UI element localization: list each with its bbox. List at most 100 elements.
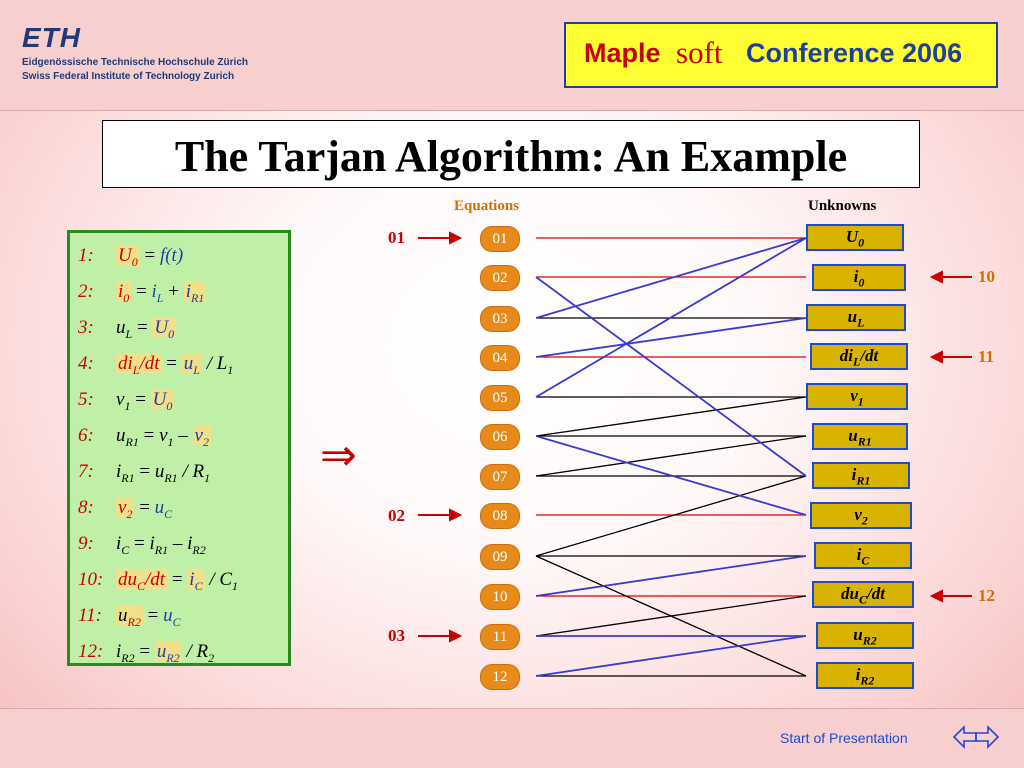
conference-maple: Maple [584,38,661,68]
unknown-v1: v1 [806,383,908,410]
left-marker-03: 03 [388,626,405,645]
equation-rhs: uL [181,353,202,377]
equation-number: 9: [78,533,94,554]
equation-row-4: 4:diL/dt = uL / L1 [78,353,233,378]
equation-lhs: uR2 [116,605,143,629]
edge-02-iR1 [535,276,807,477]
edge-05-U0 [535,237,807,398]
equation-row-5: 5: v1 = U0 [78,389,175,414]
equation-lhs: uL [116,317,133,341]
equation-row-9: 9: iC = iR1 – iR2 [78,533,206,558]
start-of-presentation-link[interactable]: Start of Presentation [780,730,908,746]
equation-node-01: 01 [480,226,520,252]
equations-column-label: Equations [454,198,520,214]
unknown-uL: uL [806,304,906,331]
slide-title: The Tarjan Algorithm: An Example [174,132,848,181]
equation-number: 10: [78,569,104,590]
conference-soft: soft [676,35,723,70]
marker-arrowhead-11 [929,350,943,364]
edge-09-iR2 [535,555,807,677]
implies-arrow: ⇒ [320,430,357,481]
unknown-i0: i0 [812,264,906,291]
equation-node-05: 05 [480,385,520,411]
eth-name-english: Swiss Federal Institute of Technology Zu… [22,71,235,82]
equation-rhs: U0 [150,389,175,413]
forward-arrow-icon[interactable] [974,724,1000,750]
equation-rhs: uC [154,497,173,521]
equation-number: 7: [78,461,94,482]
equation-number: 8: [78,497,94,518]
eth-logo: ETH [22,22,81,53]
edge-11-duC [535,595,807,637]
equation-rhs1: iR1 [149,533,169,557]
equation-op: = [161,353,182,374]
equation-op: = [138,425,160,446]
equation-rhs: iC [187,569,205,593]
equation-row-8: 8:v2 = uC [78,497,172,522]
equation-tail: / R1 [177,461,211,485]
equation-row-1: 1:U0 = f(t) [78,245,183,270]
unknown-U0: U0 [806,224,904,251]
equation-lhs: uR1 [116,425,139,449]
unknown-uR1: uR1 [812,423,908,450]
edge-06-v2 [535,435,807,516]
unknown-diL-dt: diL/dt [810,343,908,370]
equation-row-11: 11:uR2 = uC [78,605,181,630]
equation-node-12: 12 [480,664,520,690]
equation-op: = [129,533,150,554]
equation-lhs: v1 [116,389,131,413]
equation-row-6: 6:uR1 = v1 – v2 [78,425,211,450]
equation-node-07: 07 [480,464,520,490]
equations-panel: 1:U0 = f(t) 2:i0 = iL + iR1 3:uL = U0 4:… [67,230,291,666]
equation-row-12: 12:iR2 = uR2 / R2 [78,641,214,666]
equation-number: 3: [78,317,94,338]
equation-op: = [130,389,151,410]
equation-node-11: 11 [480,624,520,650]
conference-name: Conference 2006 [746,38,963,68]
equation-node-08: 08 [480,503,520,529]
edge-04-uL [535,317,807,358]
marker-arrowhead-03 [449,629,463,643]
equation-number: 6: [78,425,94,446]
equation-rhs: uR1 [154,461,178,485]
unknown-v2: v2 [810,502,912,529]
equation-rhs2: iR1 [183,281,207,305]
right-marker-11: 11 [978,347,995,366]
equation-number: 4: [78,353,94,374]
equation-lhs: iR1 [116,461,135,485]
edge-07-uR1 [535,435,807,477]
equation-node-10: 10 [480,584,520,610]
marker-arrowhead-02 [449,508,463,522]
equation-rhs1: iL [151,281,164,305]
equation-node-04: 04 [480,345,520,371]
marker-arrowhead-01 [449,231,463,245]
equation-op: = [139,245,160,266]
unknown-uR2: uR2 [816,622,914,649]
equation-number: 5: [78,389,94,410]
header-rule [0,110,1024,111]
equation-row-10: 10:duC/dt = iC / C1 [78,569,238,594]
left-marker-01: 01 [388,228,405,247]
equation-rhs2: iR2 [187,533,206,557]
equation-minus: – [168,533,188,554]
equation-row-2: 2:i0 = iL + iR1 [78,281,207,306]
marker-arrowhead-12 [929,589,943,603]
unknowns-column-label: Unknowns [808,198,877,214]
equation-lhs: iC [116,533,130,557]
equation-op: = [134,461,155,482]
edge-10-iC [535,555,807,597]
equation-lhs: U0 [116,245,140,269]
edge-12-uR2 [535,635,807,677]
equation-node-09: 09 [480,544,520,570]
equation-rhs: uR2 [154,641,182,665]
equation-number: 1: [78,245,94,266]
footer-band [0,708,1024,768]
equation-op: = [131,281,152,302]
edge-03-U0 [535,237,807,319]
marker-arrowhead-10 [929,270,943,284]
equation-node-02: 02 [480,265,520,291]
equation-lhs: duC/dt [116,569,168,593]
equation-rhs1: v1 [159,425,174,449]
equation-lhs: i0 [116,281,132,305]
equation-tail: / L1 [201,353,234,377]
